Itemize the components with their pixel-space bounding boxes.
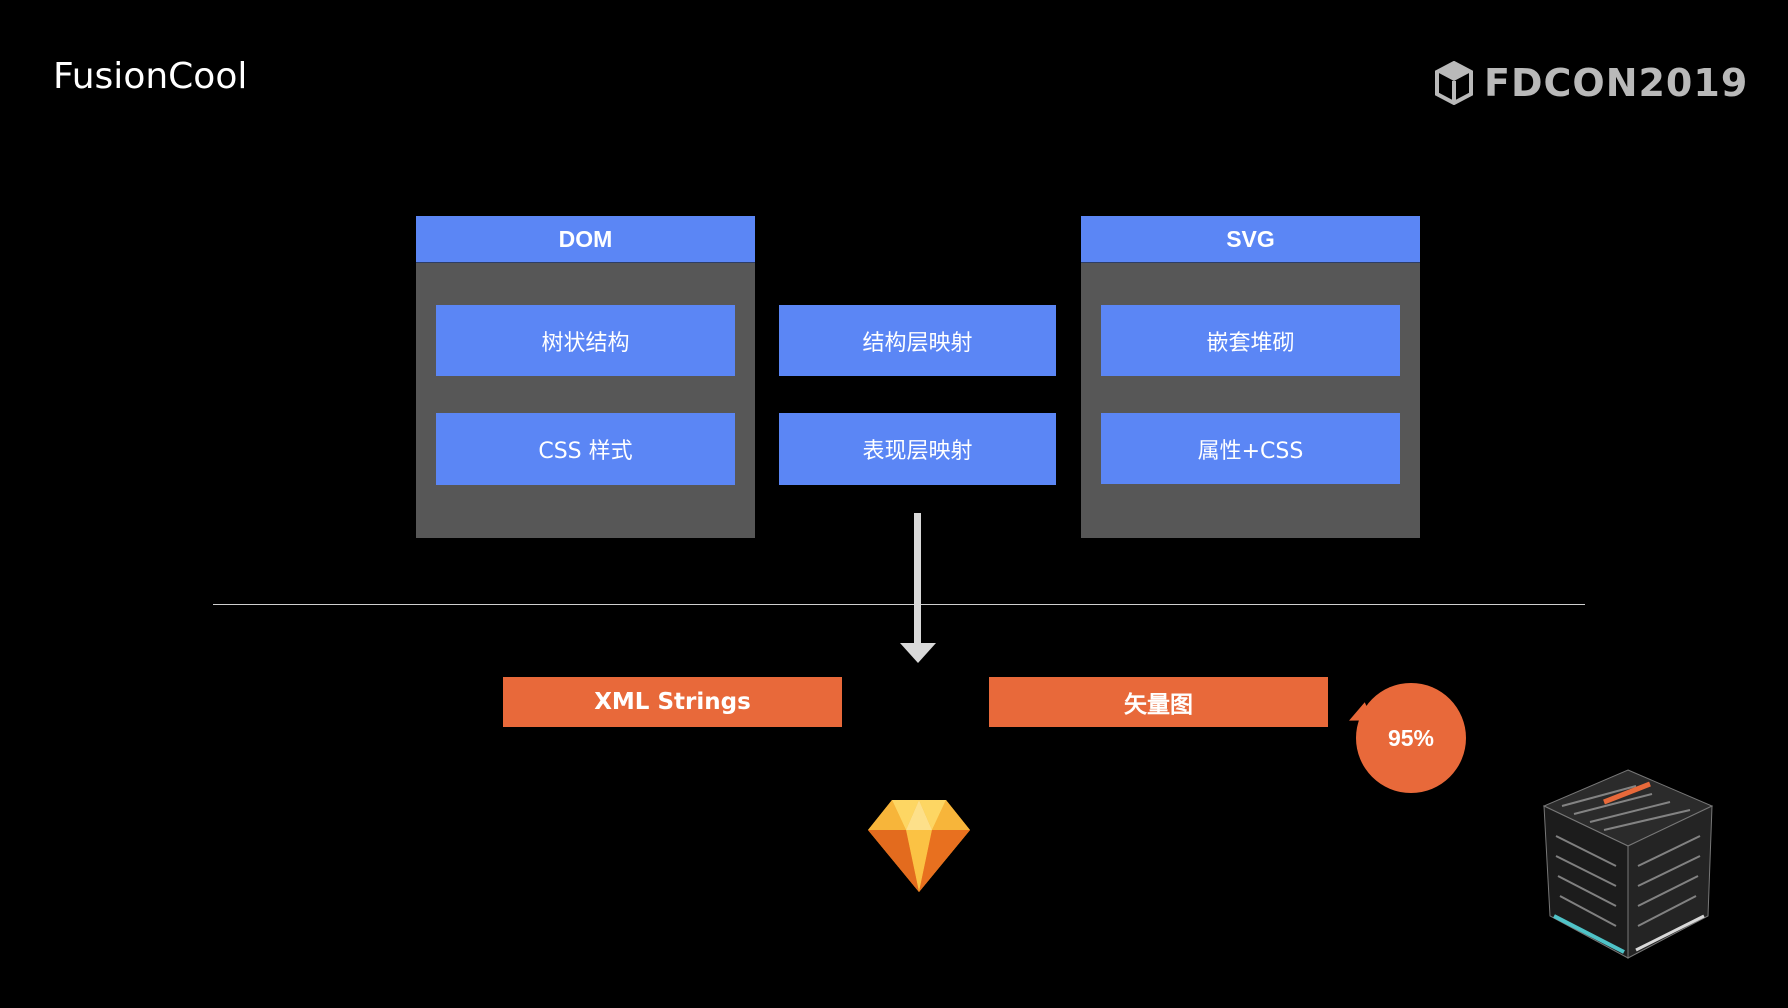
brand-name: FDCON2019 <box>1484 61 1749 105</box>
dom-item-tree-structure: 树状结构 <box>436 305 735 376</box>
output-xml-strings: XML Strings <box>503 677 842 727</box>
down-arrow-head <box>900 643 936 663</box>
mapping-structure-layer: 结构层映射 <box>779 305 1056 376</box>
page-title: FusionCool <box>53 56 248 97</box>
svg-panel-title: SVG <box>1081 216 1420 263</box>
dom-panel: DOM <box>416 216 755 538</box>
sketch-diamond-icon <box>868 800 970 892</box>
percent-badge: 95% <box>1356 683 1466 793</box>
output-vector-graphic: 矢量图 <box>989 677 1328 727</box>
dom-item-css-style: CSS 样式 <box>436 413 735 485</box>
svg-item-nesting: 嵌套堆砌 <box>1101 305 1400 376</box>
svg-item-attributes-css: 属性+CSS <box>1101 413 1400 484</box>
svg-panel: SVG <box>1081 216 1420 538</box>
divider-line <box>213 604 1585 605</box>
fdcon-cube-icon <box>1542 769 1714 959</box>
down-arrow-shaft <box>914 513 921 645</box>
mapping-presentation-layer: 表现层映射 <box>779 413 1056 485</box>
fdcon-logo-icon <box>1435 61 1473 105</box>
dom-panel-title: DOM <box>416 216 755 263</box>
fdcon-brand: FDCON2019 <box>1434 58 1748 108</box>
